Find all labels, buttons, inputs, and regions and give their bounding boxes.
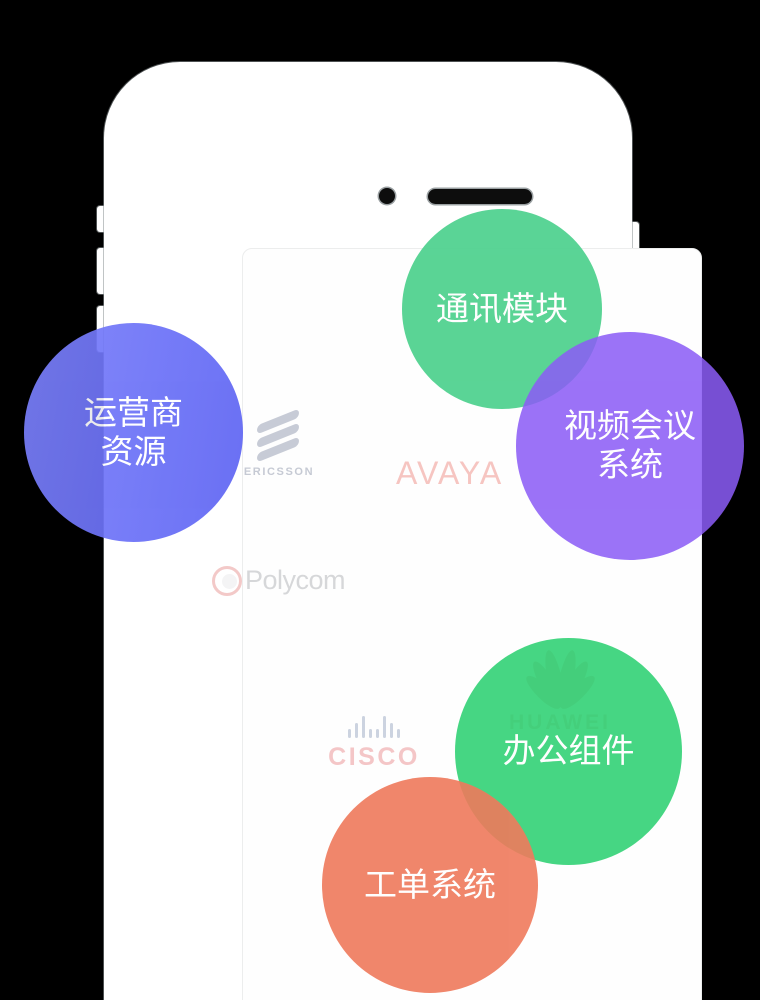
front-camera-icon bbox=[379, 188, 395, 204]
ericsson-mark-icon bbox=[257, 408, 301, 463]
bubble-office-components-label: 办公组件 bbox=[502, 732, 635, 770]
polycom-logo: Polycom bbox=[212, 565, 346, 596]
bubble-communication-module-label: 通讯模块 bbox=[436, 289, 568, 327]
cisco-wordmark: CISCO bbox=[328, 743, 420, 771]
earpiece-speaker-icon bbox=[428, 189, 532, 204]
bubble-video-conference-system-label: 视频会议 系统 bbox=[564, 407, 696, 483]
silent-switch[interactable] bbox=[97, 206, 105, 232]
bubble-carrier-resources-label: 运营商 资源 bbox=[84, 393, 183, 470]
ericsson-wordmark: ERICSSON bbox=[243, 466, 315, 478]
ericsson-logo: ERICSSON bbox=[243, 408, 315, 491]
bubble-ticket-system[interactable]: 工单系统 bbox=[322, 777, 538, 993]
cisco-mark-icon bbox=[326, 714, 422, 738]
cisco-logo: CISCO bbox=[326, 714, 422, 772]
polycom-wordmark: Polycom bbox=[245, 565, 346, 595]
bubble-carrier-resources[interactable]: 运营商 资源 bbox=[24, 323, 243, 542]
bubble-ticket-system-label: 工单系统 bbox=[364, 865, 496, 903]
polycom-mark-icon bbox=[212, 565, 242, 596]
volume-up-button[interactable] bbox=[97, 248, 105, 294]
avaya-wordmark: AVAYA bbox=[396, 455, 504, 491]
bubble-video-conference-system[interactable]: 视频会议 系统 bbox=[516, 332, 744, 560]
